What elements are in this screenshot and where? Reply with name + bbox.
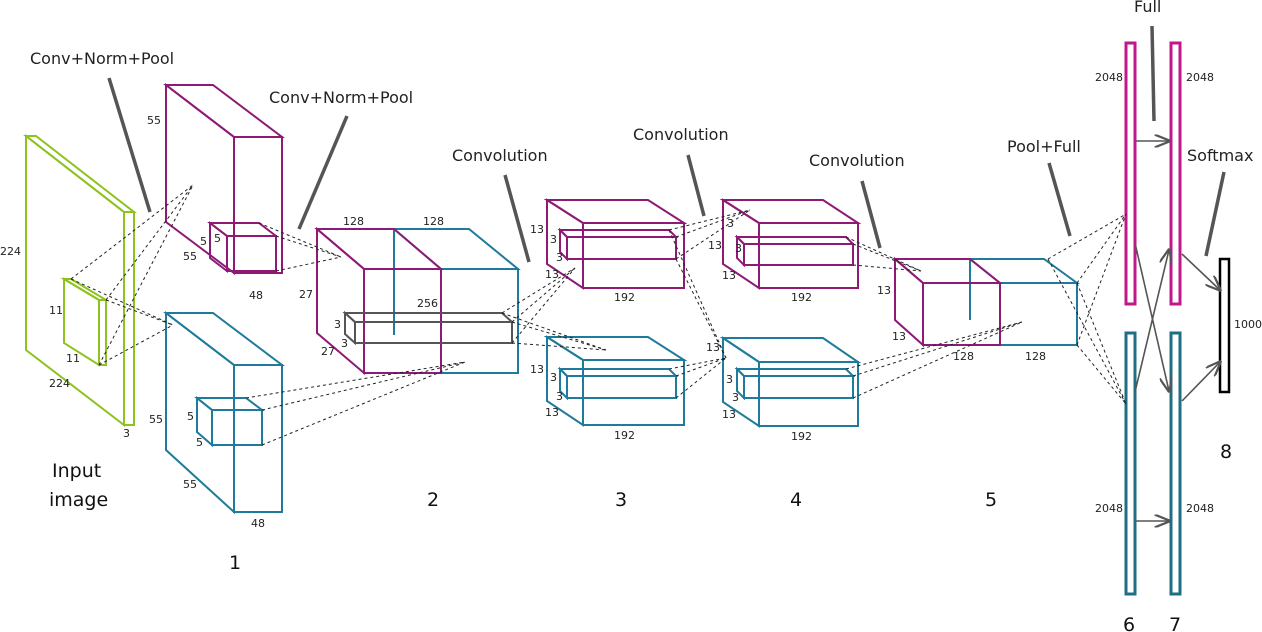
dim-l3-bot-k1: 3 bbox=[550, 371, 557, 384]
dim-l3-bot-w: 13 bbox=[545, 406, 559, 419]
dim-l1-bot-k2: 5 bbox=[196, 436, 203, 449]
fc7-top-bar bbox=[1169, 41, 1182, 306]
annotation-softmax: Softmax bbox=[1187, 146, 1253, 165]
dimension-labels: 224 224 3 11 11 55 55 48 5 5 55 55 48 5 … bbox=[0, 71, 1262, 530]
dim-l4-bot-d: 192 bbox=[791, 430, 812, 443]
dim-output: 1000 bbox=[1234, 318, 1262, 331]
output-bar bbox=[1218, 257, 1231, 394]
dim-l2-w: 27 bbox=[321, 345, 335, 358]
annotation-conv-norm-pool-1: Conv+Norm+Pool bbox=[30, 49, 174, 68]
dashed-connections bbox=[70, 184, 1127, 446]
annotation-convolution-3: Convolution bbox=[452, 146, 548, 165]
annotation-full: Full bbox=[1134, 0, 1161, 16]
dim-l4-bot-k1: 3 bbox=[726, 373, 733, 386]
layer-number-5: 5 bbox=[985, 489, 997, 511]
layer4-top-volume bbox=[719, 198, 862, 290]
annotation-convolution-4: Convolution bbox=[633, 125, 729, 144]
dim-fc7-top: 2048 bbox=[1186, 71, 1214, 84]
dim-l4-top-k2: 3 bbox=[735, 242, 742, 255]
input-label-line1: Input bbox=[52, 460, 101, 482]
dim-l2-k1: 3 bbox=[334, 318, 341, 331]
dim-input-d: 3 bbox=[123, 427, 130, 440]
dim-l1-bot-h: 55 bbox=[149, 413, 163, 426]
annotation-conv-norm-pool-2: Conv+Norm+Pool bbox=[269, 88, 413, 107]
dim-fc6-top: 2048 bbox=[1095, 71, 1123, 84]
annotation-pool-full: Pool+Full bbox=[1007, 137, 1081, 156]
dim-l4-bot-h: 13 bbox=[706, 341, 720, 354]
dim-l3-bot-d: 192 bbox=[614, 429, 635, 442]
layer3-bottom-volume bbox=[543, 335, 688, 427]
layer-number-7: 7 bbox=[1169, 614, 1181, 632]
input-image-volume bbox=[23, 133, 137, 428]
dim-l2-d2: 128 bbox=[423, 215, 444, 228]
dim-l1-bot-k1: 5 bbox=[187, 410, 194, 423]
fc7-bottom-bar bbox=[1169, 331, 1182, 596]
dim-l1-bot-w: 55 bbox=[183, 478, 197, 491]
dim-l4-bot-w: 13 bbox=[722, 408, 736, 421]
dim-fc7-bot: 2048 bbox=[1186, 502, 1214, 515]
dim-input-w: 224 bbox=[49, 377, 70, 390]
input-label-line2: image bbox=[49, 489, 108, 511]
annotation-convolution-5: Convolution bbox=[809, 151, 905, 170]
dim-l1-top-d: 48 bbox=[249, 289, 263, 302]
layer-number-4: 4 bbox=[790, 489, 802, 511]
dim-l2-d1: 128 bbox=[343, 215, 364, 228]
dim-l3-top-h: 13 bbox=[530, 223, 544, 236]
dim-l1-top-k2: 5 bbox=[200, 235, 207, 248]
dim-fc6-bot: 2048 bbox=[1095, 502, 1123, 515]
dim-l1-top-h: 55 bbox=[147, 114, 161, 127]
layer4-bottom-volume bbox=[719, 336, 862, 428]
annotation-pointers bbox=[107, 25, 1226, 263]
dim-l3-top-w: 13 bbox=[545, 268, 559, 281]
dim-l2-256: 256 bbox=[417, 297, 438, 310]
dim-input-k1: 11 bbox=[49, 304, 63, 317]
dim-l3-bot-h: 13 bbox=[530, 363, 544, 376]
fc-arrows bbox=[1134, 141, 1220, 521]
dim-l5-h: 13 bbox=[877, 284, 891, 297]
dim-l3-bot-k2: 3 bbox=[556, 390, 563, 403]
dim-l2-h: 27 bbox=[299, 288, 313, 301]
layer-number-2: 2 bbox=[427, 489, 439, 511]
fc-layers bbox=[1124, 41, 1182, 596]
layer1-top-volume bbox=[163, 82, 285, 275]
dim-input-h: 224 bbox=[0, 245, 21, 258]
layer-number-1: 1 bbox=[229, 552, 241, 574]
dim-l1-top-k1: 5 bbox=[214, 232, 221, 245]
dim-l4-bot-k2: 3 bbox=[732, 391, 739, 404]
dim-l4-top-k1: 3 bbox=[727, 217, 734, 230]
dim-l4-top-d: 192 bbox=[791, 291, 812, 304]
dim-l4-top-h: 13 bbox=[708, 239, 722, 252]
dim-l3-top-k1: 3 bbox=[550, 233, 557, 246]
fc6-top-bar bbox=[1124, 41, 1137, 306]
fc6-bottom-bar bbox=[1124, 331, 1137, 596]
dim-l3-top-d: 192 bbox=[614, 291, 635, 304]
dim-l4-top-w: 13 bbox=[722, 269, 736, 282]
layer-number-6: 6 bbox=[1123, 614, 1135, 632]
layer-number-3: 3 bbox=[615, 489, 627, 511]
dim-l1-bot-d: 48 bbox=[251, 517, 265, 530]
dim-l3-top-k2: 3 bbox=[556, 251, 563, 264]
dim-l5-w: 13 bbox=[892, 330, 906, 343]
dim-l5-d1: 128 bbox=[953, 350, 974, 363]
dim-l5-d2: 128 bbox=[1025, 350, 1046, 363]
dim-input-k2: 11 bbox=[66, 352, 80, 365]
layer-number-8: 8 bbox=[1220, 441, 1232, 463]
dim-l1-top-w: 55 bbox=[183, 250, 197, 263]
dim-l2-k2: 3 bbox=[341, 337, 348, 350]
